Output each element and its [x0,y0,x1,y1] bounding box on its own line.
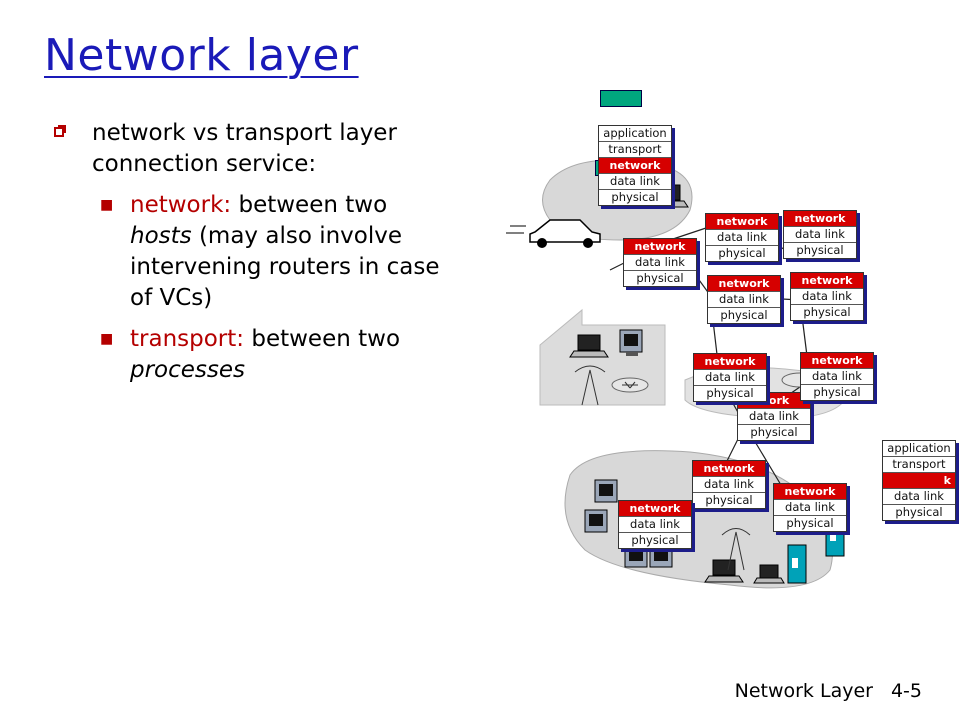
packet-icon [600,90,642,107]
datalink-layer: data link [774,499,846,515]
bullet-text: network vs transport layer connection se… [92,120,397,177]
laptop-icon [753,564,785,584]
page-number: 4-5 [890,680,922,702]
network-layer: network [784,211,856,226]
network-layer: network [599,157,671,173]
sub-bullet-text: between two [231,192,388,218]
network-layer: network [708,276,780,291]
network-layer: network [801,353,873,368]
slide-footer: Network Layer 4-5 [717,680,922,702]
datalink-layer: data link [694,369,766,385]
transport-layer: transport [883,456,955,472]
sub-bullet-icon: ■ [100,197,114,213]
datalink-layer: data link [784,226,856,242]
network-layer: network [706,214,778,229]
emphasis-text: processes [130,357,246,383]
router-protocol-stack: network data link physical [800,352,874,401]
router-protocol-stack: network data link physical [705,213,779,262]
keyword-transport: transport: [130,326,245,352]
laptop-icon [569,334,609,358]
desktop-computer-icon [594,479,618,503]
datalink-layer: data link [791,288,863,304]
router-protocol-stack: network data link physical [773,483,847,532]
router-protocol-stack: network data link physical [693,353,767,402]
datalink-layer: data link [619,516,691,532]
wireless-tower-icon [721,528,751,571]
desktop-computer-icon [624,544,648,568]
keyword-network: network: [130,192,232,218]
network-layer: network [694,354,766,369]
sub-bullet-text: (may also involve intervening routers in… [130,223,440,311]
bullet-item: network vs transport layer connection se… [50,118,450,180]
physical-layer: physical [791,304,863,320]
physical-layer: physical [706,245,778,261]
slide-title: Network layer [44,30,359,81]
router-protocol-stack: network data link physical [790,272,864,321]
router-protocol-stack: network data link physical [707,275,781,324]
host-protocol-stack: application transport network data link … [598,125,672,206]
desktop-computer-icon [619,329,643,356]
sub-bullet-icon: ■ [100,331,114,347]
network-layer: network [624,239,696,254]
network-layer: k [883,472,955,488]
router-protocol-stack: network data link physical [692,460,766,509]
footer-label: Network Layer [734,680,873,702]
emphasis-text: hosts [130,223,192,249]
desktop-computer-icon [584,509,608,533]
network-layer: network [619,501,691,516]
host-protocol-stack: application transport k data link physic… [882,440,956,521]
application-layer: application [603,126,667,140]
router-protocol-stack: network data link physical [623,238,697,287]
datalink-layer: data link [738,408,810,424]
datalink-layer: data link [624,254,696,270]
transport-layer: transport [599,141,671,157]
physical-layer: physical [693,492,765,508]
bullet-icon [54,125,66,137]
bullet-list: network vs transport layer connection se… [50,118,450,386]
sub-bullet-item: ■ transport: between two processes [50,324,450,386]
network-layer: network [774,484,846,499]
router-icon [611,377,649,393]
physical-layer: physical [708,307,780,323]
physical-layer: physical [624,270,696,286]
datalink-layer: data link [883,488,955,504]
car-icon [506,219,601,248]
datalink-layer: data link [693,476,765,492]
wireless-tower-icon [574,365,606,406]
server-icon [787,544,807,584]
router-protocol-stack: network data link physical [783,210,857,259]
sub-bullet-item: ■ network: between two hosts (may also i… [50,190,450,314]
physical-layer: physical [774,515,846,531]
physical-layer: physical [694,385,766,401]
network-layer: network [693,461,765,476]
physical-layer: physical [883,504,955,520]
datalink-layer: data link [708,291,780,307]
physical-layer: physical [599,189,671,205]
sub-bullet-text: between two [244,326,401,352]
datalink-layer: data link [599,173,671,189]
physical-layer: physical [619,532,691,548]
datalink-layer: data link [706,229,778,245]
application-layer: application [887,441,951,455]
router-protocol-stack: work data link physical [737,392,811,441]
datalink-layer: data link [801,368,873,384]
router-protocol-stack: network data link physical [618,500,692,549]
network-diagram: application transport network data link … [470,80,960,640]
physical-layer: physical [738,424,810,440]
network-layer: network [791,273,863,288]
physical-layer: physical [784,242,856,258]
physical-layer: physical [801,384,873,400]
